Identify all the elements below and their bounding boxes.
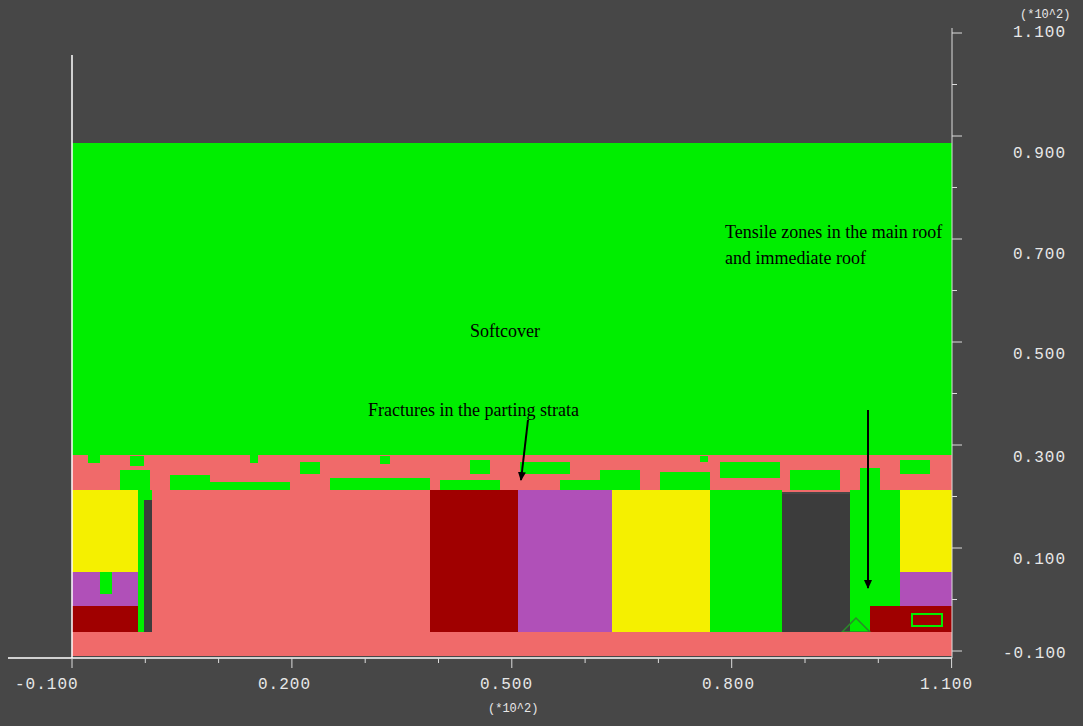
axis-tick-label: 1.100 <box>920 676 973 694</box>
axis-unit: (*10^2) <box>1020 8 1070 22</box>
axis-unit: (*10^2) <box>488 702 538 716</box>
axis-tick-label: 0.300 <box>1013 449 1066 467</box>
axis-tick-label: 0.100 <box>1013 551 1066 569</box>
axis-tick-label: 1.100 <box>1013 24 1066 42</box>
annotation: Fractures in the parting strata <box>368 397 579 423</box>
axis-tick-label: -0.100 <box>15 676 79 694</box>
annotation: Softcover <box>470 318 540 344</box>
annotation: Tensile zones in the main roof and immed… <box>725 219 960 271</box>
axis-tick-label: 0.500 <box>1013 346 1066 364</box>
axis-tick-label: -0.100 <box>1003 645 1067 663</box>
axis-tick-label: 0.800 <box>702 676 755 694</box>
axis-tick-label: 0.900 <box>1013 145 1066 163</box>
axis-tick-label: 0.200 <box>258 676 311 694</box>
axis-tick-label: 0.500 <box>480 676 533 694</box>
axis-tick-label: 0.700 <box>1013 246 1066 264</box>
